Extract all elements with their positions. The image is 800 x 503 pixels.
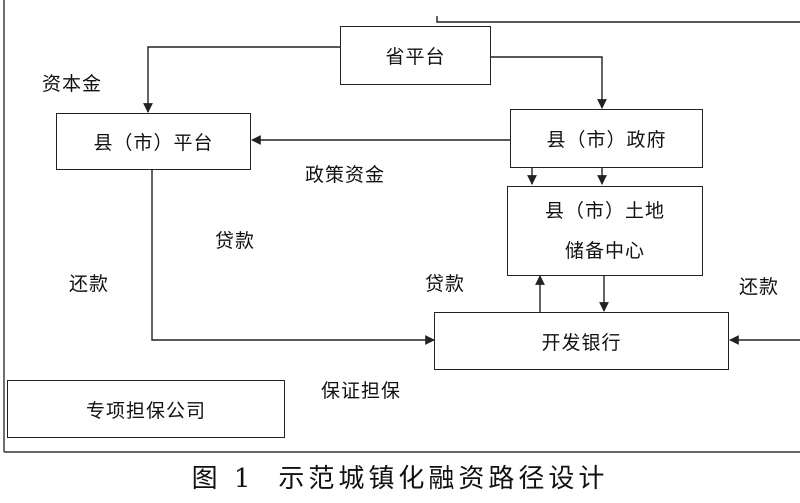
node-land-reserve-center: 县（市）土地 储备中心 [507, 186, 703, 276]
arrow-province-to-county-gov [490, 56, 607, 109]
arrow-province-to-county-platform [143, 46, 340, 113]
node-county-gov-text: 县（市）政府 [546, 129, 667, 151]
label-loan-center: 贷款 [425, 273, 466, 295]
node-province-text: 省平台 [385, 46, 446, 68]
label-loan-left: 贷款 [215, 230, 256, 252]
label-capital: 资本金 [42, 73, 103, 95]
arrow-platform-to-bank [151, 170, 435, 345]
node-land-line1: 县（市）土地 [544, 200, 665, 222]
label-policy-funds: 政策资金 [305, 164, 386, 186]
caption-title: 示范城镇化融资路径设计 [278, 464, 609, 494]
label-guarantee: 保证担保 [321, 380, 402, 402]
node-guarantee-text: 专项担保公司 [85, 399, 206, 422]
label-repay-right: 还款 [739, 276, 780, 298]
node-county-platform-text: 县（市）平台 [93, 132, 214, 154]
caption-fig-number: 图 1 [191, 464, 255, 494]
outer-frame [3, 0, 800, 453]
node-county-platform: 县（市）平台 [56, 113, 251, 170]
node-dev-bank-text: 开发银行 [541, 331, 622, 354]
arrow-right-loop [436, 16, 800, 23]
node-development-bank: 开发银行 [434, 312, 729, 370]
node-province-platform: 省平台 [340, 26, 491, 85]
node-county-government: 县（市）政府 [510, 109, 703, 168]
node-guarantee-company: 专项担保公司 [7, 380, 285, 438]
node-land-line2: 储备中心 [564, 240, 645, 262]
label-repay-left: 还款 [69, 273, 110, 295]
figure-caption: 图 1 示范城镇化融资路径设计 [0, 458, 800, 495]
